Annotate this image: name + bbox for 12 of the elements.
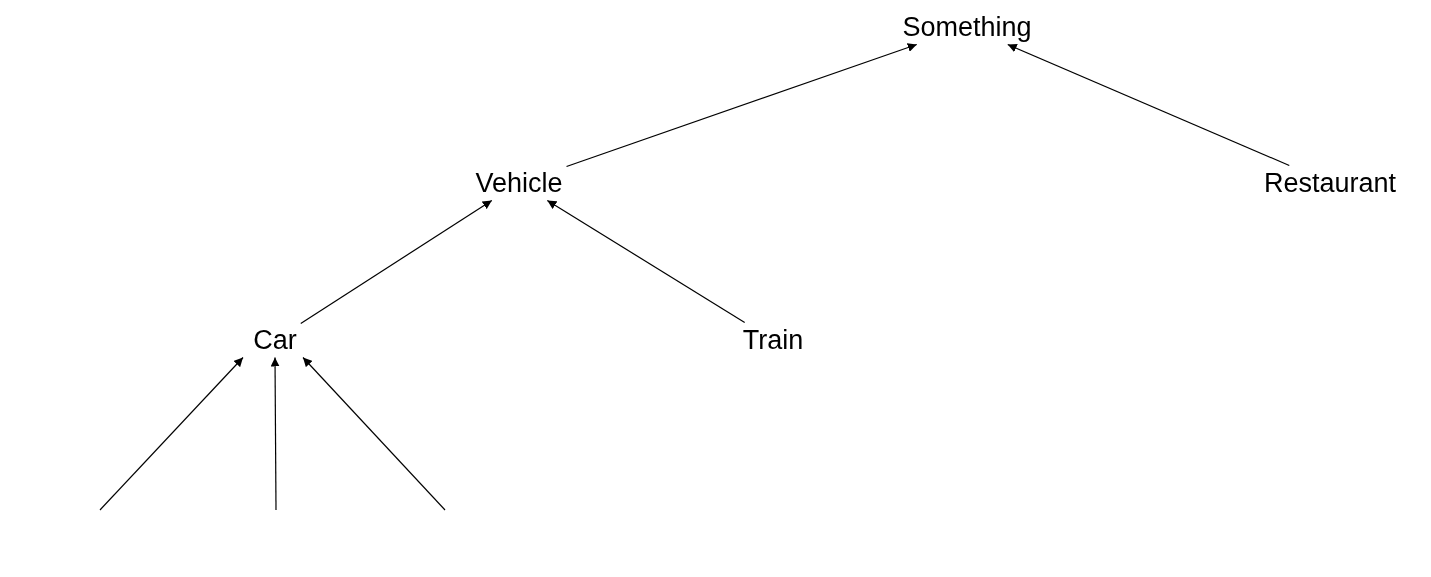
arrow (565, 43, 918, 168)
node-label: Something (898, 9, 1036, 45)
arrow (99, 356, 244, 511)
node-label: Vehicle (471, 165, 567, 201)
node-label: Restaurant (1259, 165, 1401, 201)
arrow (300, 199, 493, 325)
arrow (302, 356, 446, 511)
arrow (270, 356, 280, 511)
arrow (546, 199, 746, 324)
node-label: Car (249, 322, 301, 358)
arrow (1007, 43, 1290, 167)
node-label: Train (738, 322, 808, 358)
